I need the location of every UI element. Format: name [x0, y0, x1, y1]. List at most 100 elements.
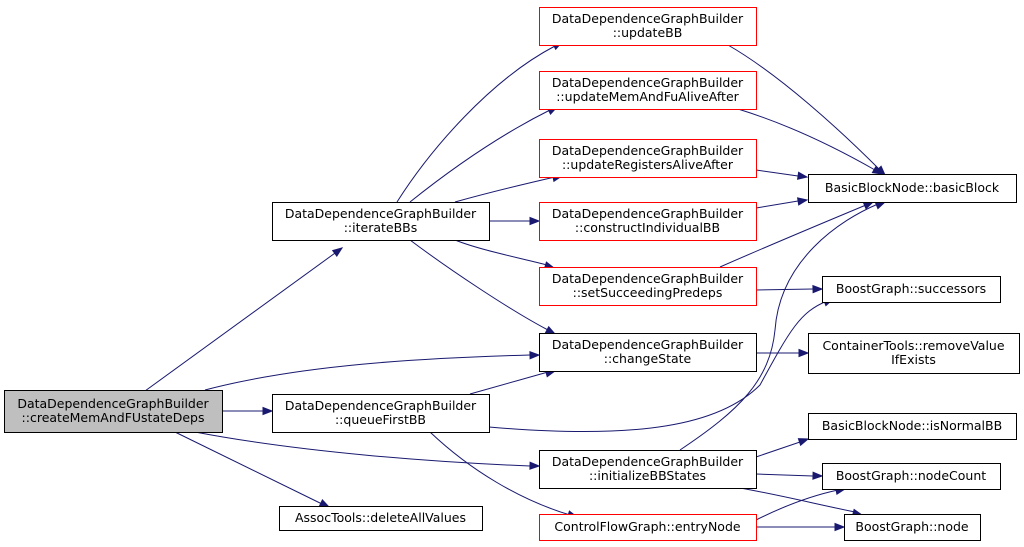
edge-setsucc-to-succ: [755, 284, 824, 294]
arrow-head-icon: [862, 201, 875, 210]
node-label-line: DataDependenceGraphBuilder: [552, 11, 744, 26]
edge-line: [396, 45, 556, 203]
edge-line: [174, 431, 323, 505]
edge-iter-to-upmem: [409, 106, 559, 203]
node-box: [822, 276, 1001, 303]
node-label-line: BasicBlockNode::isNormalBB: [822, 418, 1002, 433]
edge-line: [727, 44, 881, 171]
arrow-head-icon: [798, 348, 810, 358]
edge-line: [755, 441, 801, 458]
edge-root-to-queue: [222, 406, 274, 416]
arrow-head-icon: [544, 325, 557, 335]
arrow-head-icon: [871, 165, 884, 175]
edge-line: [755, 200, 799, 209]
edge-iter-to-upbb: [396, 41, 564, 203]
node-box: [539, 333, 757, 372]
node-label-line: ControlFlowGraph::entryNode: [554, 519, 740, 534]
node-box: [539, 514, 757, 541]
edge-iter-to-chst: [409, 239, 557, 335]
node-bgnode[interactable]: BoostGraph::node: [844, 514, 981, 541]
node-label-line: DataDependenceGraphBuilder: [17, 396, 209, 411]
node-box: [272, 202, 490, 241]
edge-cons-to-bbb: [755, 197, 809, 209]
node-label-line: ::constructIndividualBB: [575, 220, 720, 235]
edge-line: [429, 431, 571, 516]
node-label-line: DataDependenceGraphBuilder: [552, 271, 744, 286]
arrow-head-icon: [529, 216, 541, 226]
edge-root-to-iter: [144, 247, 344, 392]
edge-line: [755, 473, 814, 477]
node-label-line: ::initializeBBStates: [589, 468, 706, 483]
node-cons[interactable]: DataDependenceGraphBuilder::constructInd…: [539, 202, 757, 241]
node-init[interactable]: DataDependenceGraphBuilder::initializeBB…: [539, 450, 757, 489]
node-label-line: DataDependenceGraphBuilder: [552, 337, 744, 352]
node-box: [808, 174, 1017, 203]
arrow-head-icon: [834, 522, 846, 532]
edge-iter-to-cons: [489, 216, 541, 226]
edge-line: [204, 354, 531, 391]
edge-upmem-to-bbb: [737, 108, 884, 175]
node-label-line: DataDependenceGraphBuilder: [285, 206, 477, 221]
edge-iter-to-upreg: [454, 173, 564, 203]
node-label-line: ::setSucceedingPredeps: [573, 285, 723, 300]
node-label-line: AssocTools::deleteAllValues: [295, 510, 466, 525]
node-box: [539, 7, 757, 46]
node-chst[interactable]: DataDependenceGraphBuilder::changeState: [539, 333, 757, 372]
node-box: [539, 450, 757, 489]
edge-line: [679, 203, 879, 451]
node-upreg[interactable]: DataDependenceGraphBuilder::updateRegist…: [539, 139, 757, 178]
edge-init-to-isnorm: [755, 438, 810, 458]
node-label-line: ContainerTools::removeValue: [822, 338, 1004, 353]
node-delall[interactable]: AssocTools::deleteAllValues: [279, 506, 483, 531]
node-queue[interactable]: DataDependenceGraphBuilder::queueFirstBB: [272, 394, 490, 433]
edge-line: [719, 204, 867, 268]
edge-root-to-chst: [204, 350, 541, 391]
node-label-line: ::iterateBBs: [344, 220, 418, 235]
node-ncount[interactable]: BoostGraph::nodeCount: [822, 463, 1001, 490]
node-label-line: BoostGraph::successors: [836, 281, 986, 296]
node-label-line: ::updateBB: [613, 25, 683, 40]
edge-line: [737, 108, 876, 171]
node-bbb[interactable]: BasicBlockNode::basicBlock: [808, 174, 1017, 203]
nodes-layer: DataDependenceGraphBuilder::createMemAnd…: [4, 7, 1020, 541]
node-label-line: ::updateMemAndFuAliveAfter: [556, 89, 739, 104]
node-label-line: DataDependenceGraphBuilder: [552, 75, 744, 90]
node-iter[interactable]: DataDependenceGraphBuilder::iterateBBs: [272, 202, 490, 241]
node-label-line: ::createMemAndFUstateDeps: [22, 410, 205, 425]
edge-line: [144, 247, 343, 392]
edge-upreg-to-bbb: [755, 169, 809, 180]
arrow-head-icon: [812, 284, 824, 294]
edge-entry-to-bgnode: [756, 522, 846, 532]
arrow-head-icon: [262, 406, 274, 416]
node-root[interactable]: DataDependenceGraphBuilder::createMemAnd…: [4, 390, 223, 433]
edge-root-to-init: [194, 431, 541, 470]
node-label-line: ::changeState: [604, 351, 692, 366]
node-label-line: BoostGraph::node: [855, 519, 969, 534]
node-box: [844, 514, 981, 541]
arrow-head-icon: [812, 471, 824, 480]
node-box: [539, 139, 757, 178]
node-succ[interactable]: BoostGraph::successors: [822, 276, 1001, 303]
node-box: [808, 413, 1017, 440]
node-upbb[interactable]: DataDependenceGraphBuilder::updateBB: [539, 7, 757, 46]
node-isnorm[interactable]: BasicBlockNode::isNormalBB: [808, 413, 1017, 440]
node-entry[interactable]: ControlFlowGraph::entryNode: [539, 514, 757, 541]
node-label-line: IfExists: [891, 352, 936, 367]
node-label-line: ::queueFirstBB: [335, 412, 426, 427]
edge-line: [409, 109, 551, 203]
edge-line: [454, 239, 548, 266]
edges-layer: [144, 41, 887, 532]
edge-line: [739, 487, 856, 513]
node-setsucc[interactable]: DataDependenceGraphBuilder::setSucceedin…: [539, 267, 757, 306]
node-label-line: BasicBlockNode::basicBlock: [825, 180, 1000, 195]
node-label-line: DataDependenceGraphBuilder: [285, 398, 477, 413]
node-label-line: BoostGraph::nodeCount: [836, 468, 986, 483]
edge-root-to-delall: [174, 431, 331, 508]
edge-line: [755, 489, 839, 521]
edge-init-to-ncount: [755, 471, 824, 480]
edge-setsucc-to-bbb: [719, 201, 875, 268]
edge-line: [194, 431, 531, 467]
node-upmem[interactable]: DataDependenceGraphBuilder::updateMemAnd…: [539, 71, 757, 110]
